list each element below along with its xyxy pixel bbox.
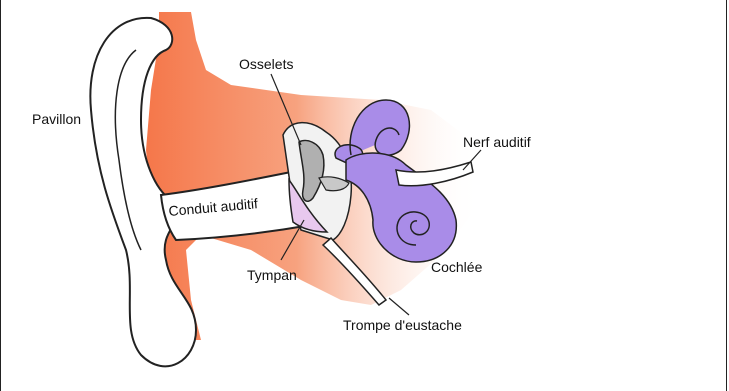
label-pavillon: Pavillon [32,111,81,127]
label-osselets: Osselets [239,56,293,72]
label-nerf-auditif: Nerf auditif [463,134,531,150]
label-tympan: Tympan [247,267,297,283]
label-trompe-eustache: Trompe d'eustache [343,317,462,333]
label-cochlee: Cochlée [431,259,483,275]
pointer-trompe [389,298,409,315]
